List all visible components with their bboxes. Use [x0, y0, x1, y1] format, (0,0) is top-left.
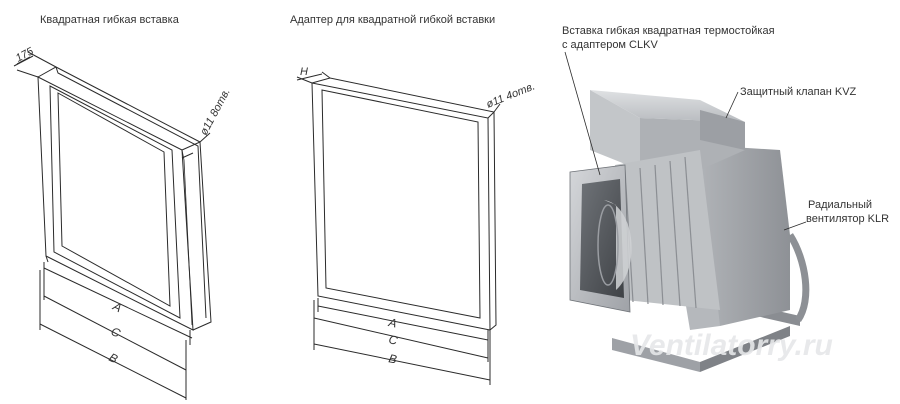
adapter-hole-callout: ø11 4отв. [485, 80, 537, 110]
fan-housing [700, 145, 790, 326]
kvz-leader-line [725, 91, 739, 119]
insert-dim-a: A [110, 299, 124, 316]
insert-depth-dim: 175 [14, 45, 37, 65]
clkv-label-line1: Вставка гибкая квадратная термостойкая [562, 25, 775, 37]
base-rail-front [612, 338, 700, 372]
fan-pipe [787, 233, 810, 323]
adapter-drawing [296, 71, 501, 385]
flexible-insert-drawing [13, 51, 212, 400]
klr-label-line1: Радиальный [808, 199, 873, 211]
klr-label-line2: вентилятор KLR [806, 213, 890, 225]
fan-assembly-render [564, 51, 810, 372]
adapter-rear-flange [311, 77, 497, 331]
watermark: Ventilatorry.ru [630, 329, 833, 362]
kvz-label: Защитный клапан KVZ [740, 86, 857, 98]
adapter-title: Адаптер для квадратной гибкой вставки [290, 14, 496, 26]
insert-inner-flange [49, 85, 181, 319]
adapter-dim-b: B [387, 351, 398, 366]
adapter-dim-a: A [386, 315, 398, 331]
adapter-frame [311, 82, 491, 331]
clkv-label-line2: с адаптером CLKV [562, 39, 658, 51]
insert-title: Квадратная гибкая вставка [40, 14, 179, 26]
klr-leader-line [783, 221, 807, 231]
adapter-dim-c: C [387, 332, 399, 348]
adapter-opening [321, 89, 481, 319]
insert-hole-callout: ø11 8отв. [198, 86, 233, 137]
insert-opening [57, 92, 171, 307]
adapter-depth-dim: H [300, 66, 308, 78]
clkv-leader-line [564, 51, 601, 176]
insert-dim-c: C [109, 324, 123, 341]
